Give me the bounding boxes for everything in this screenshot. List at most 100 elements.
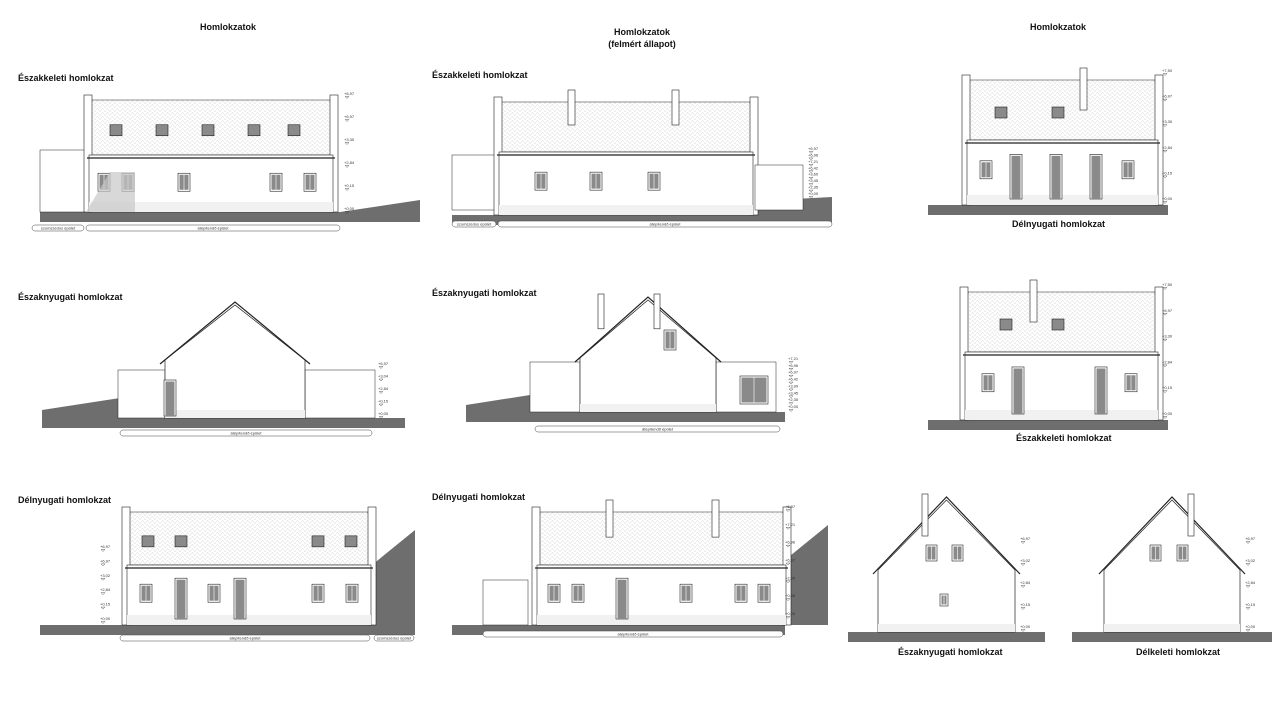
level-mark: +6,97 — [785, 504, 796, 509]
roof-window — [247, 124, 261, 137]
plinth — [965, 410, 1158, 420]
level-triangle-icon — [1245, 563, 1251, 566]
level-mark: +0,00 — [808, 191, 819, 196]
level-triangle-icon — [788, 361, 794, 364]
level-triangle-icon — [788, 409, 794, 412]
panel-title: Délkeleti homlokzat — [1136, 647, 1221, 657]
level-mark: +3,45 — [808, 178, 819, 183]
building-extent-label: átépítendő épület — [198, 225, 230, 230]
roof-window — [201, 124, 215, 137]
roof-window — [141, 535, 155, 548]
level-mark: +0,15 — [1162, 170, 1173, 175]
level-triangle-icon — [785, 562, 791, 566]
door-panel — [1096, 368, 1106, 414]
level-mark: +6,97 — [1162, 308, 1173, 313]
door-panel — [617, 579, 627, 619]
building-extent-label: átépítendő épület — [231, 430, 263, 435]
level-mark: +2,84 — [344, 160, 355, 165]
level-triangle-icon — [100, 563, 106, 567]
panel-title: Délnyugati homlokzat — [18, 495, 112, 505]
shadow — [86, 172, 135, 212]
building-extent-bar — [31, 224, 85, 232]
level-triangle-icon — [344, 211, 350, 214]
chimney — [921, 493, 929, 537]
level-triangle-icon — [808, 164, 814, 167]
level-triangle-icon — [808, 189, 814, 193]
level-mark: +6,42 — [808, 165, 819, 170]
roof — [124, 511, 374, 566]
level-triangle-icon — [788, 375, 794, 378]
level-triangle-icon — [344, 96, 350, 99]
level-triangle-icon — [1020, 607, 1026, 610]
heading-col2: Homlokzatok(felmért állapot) — [542, 26, 742, 50]
level-mark: +6,97 — [785, 558, 796, 563]
ground-section — [928, 205, 1168, 215]
ground-section — [466, 412, 785, 422]
panel-title: Északnyugati homlokzat — [898, 647, 1003, 657]
level-mark: +2,84 — [100, 587, 111, 592]
level-triangle-icon — [1162, 364, 1168, 368]
chimney — [653, 293, 661, 330]
ground-section — [1072, 632, 1272, 642]
level-mark: +6,97 — [344, 91, 355, 96]
level-triangle-icon — [785, 598, 791, 601]
level-mark: +2,84 — [378, 386, 389, 391]
panel-title: Északnyugati homlokzat — [432, 288, 537, 298]
chimney — [1079, 67, 1088, 111]
level-mark: +0,00 — [100, 616, 111, 621]
level-mark: +7,21 — [785, 522, 796, 527]
level-mark: +2,84 — [1245, 580, 1256, 585]
heading-text: Homlokzatok — [613, 27, 670, 37]
roof-window — [1051, 318, 1065, 331]
ground-section — [928, 420, 1168, 430]
level-triangle-icon — [788, 395, 794, 399]
plinth — [967, 195, 1158, 205]
level-mark: +0,00 — [378, 411, 389, 416]
level-mark: +0,00 — [785, 611, 796, 616]
retaining-slope — [785, 525, 828, 625]
roof-edge — [574, 296, 722, 363]
level-mark: +2,35 — [785, 575, 796, 580]
level-triangle-icon — [785, 580, 791, 584]
chimney — [1187, 493, 1195, 537]
level-triangle-icon — [1020, 563, 1026, 566]
gable-wall — [877, 499, 1016, 633]
ground-section — [40, 625, 415, 635]
level-triangle-icon — [1162, 416, 1168, 419]
ground-section — [40, 212, 340, 222]
level-mark: +0,00 — [1162, 196, 1173, 201]
plinth — [165, 410, 305, 418]
ground-section — [340, 200, 420, 222]
level-triangle-icon — [1162, 73, 1168, 76]
level-triangle-icon — [1162, 390, 1168, 393]
roof-window — [155, 124, 169, 137]
plinth — [89, 202, 333, 212]
roof-edge — [159, 301, 311, 365]
level-mark: +3,30 — [1162, 119, 1173, 124]
chimney — [597, 293, 605, 330]
building-extent-label: átépítendő épület — [642, 426, 674, 431]
plinth — [127, 615, 371, 625]
level-mark: +0,85 — [785, 593, 796, 598]
level-triangle-icon — [788, 381, 794, 385]
level-mark: +0,15 — [344, 183, 355, 188]
roof-window — [311, 535, 325, 548]
level-triangle-icon — [1020, 541, 1026, 544]
level-mark: +2,84 — [1162, 145, 1173, 150]
door-panel — [1091, 155, 1101, 199]
level-triangle-icon — [788, 388, 794, 392]
building-extent-label: átépítendő épület — [650, 221, 682, 226]
gable-wall — [164, 304, 306, 419]
roof-window — [999, 318, 1013, 331]
gable-wall — [1103, 499, 1241, 633]
panel-title: Délnyugati homlokzat — [432, 492, 526, 502]
level-triangle-icon — [378, 416, 384, 419]
level-triangle-icon — [1162, 150, 1168, 153]
level-triangle-icon — [808, 177, 814, 180]
neighbour-building — [451, 154, 498, 211]
level-triangle-icon — [1162, 98, 1168, 102]
level-triangle-icon — [808, 151, 814, 154]
chimney — [567, 89, 576, 126]
door-panel — [1013, 368, 1023, 414]
level-mark: +6,96 — [788, 363, 799, 368]
